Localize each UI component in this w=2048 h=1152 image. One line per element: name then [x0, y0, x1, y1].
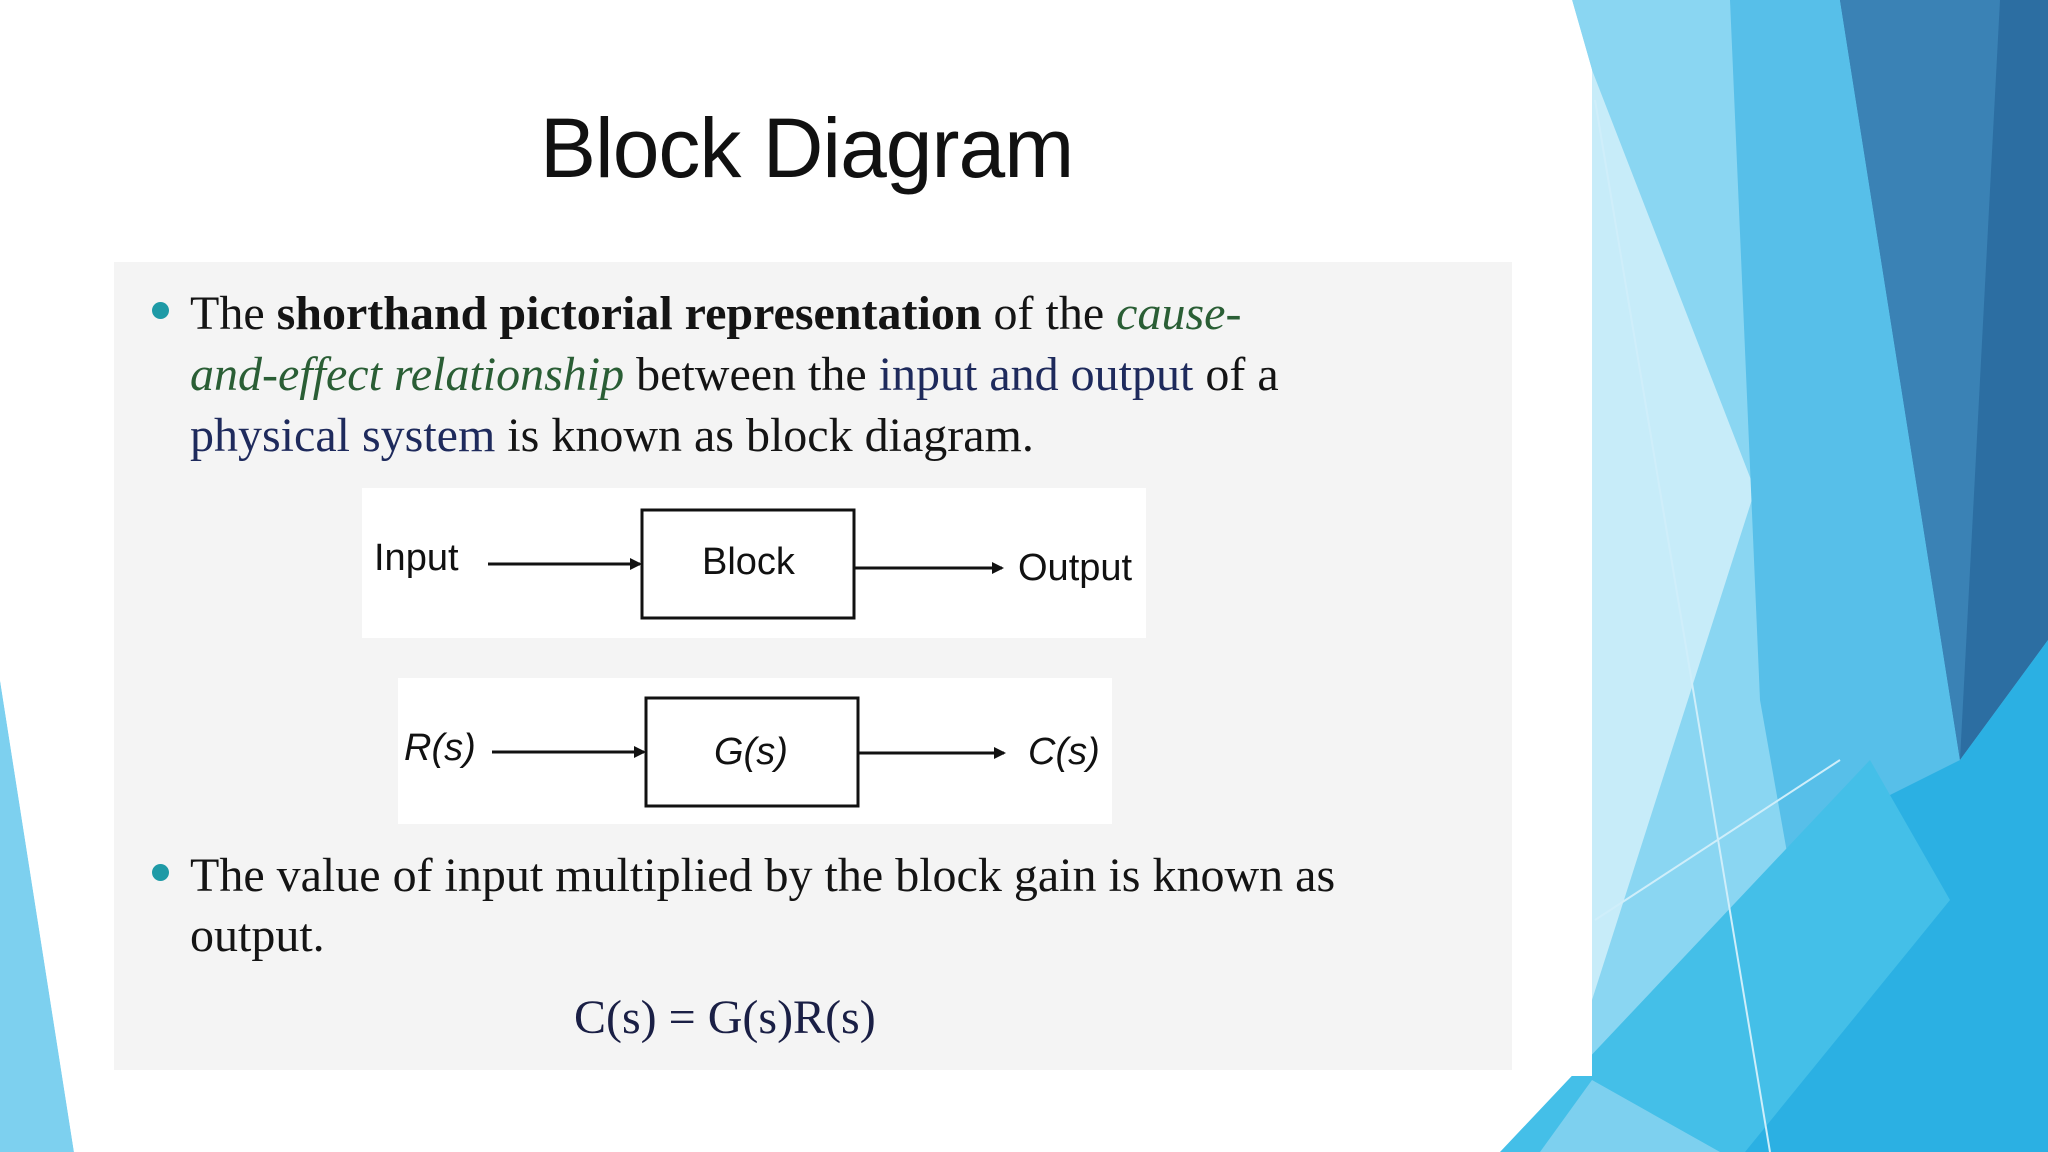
diagram-2-output-label: C(s): [1028, 731, 1100, 773]
bullet-1-text: of a: [1193, 348, 1279, 401]
bullet-2-line-1: The value of input multiplied by the blo…: [190, 849, 1336, 902]
right-pale-triangle: [1592, 70, 1755, 1000]
bullet-1-highlight-text: physical system: [190, 409, 496, 462]
page-title: Block Diagram: [540, 101, 1074, 195]
bullet-1-text: of the: [981, 287, 1117, 340]
diagram-1-block: [640, 508, 856, 620]
thin-line-1: [1594, 99, 1771, 1152]
bullet-1-dot: [152, 302, 169, 319]
diagram-1-block-label: Block: [702, 541, 796, 583]
bullet-1-italic-text: and-effect relationship: [190, 348, 625, 401]
diagram-2-input-label: R(s): [404, 727, 476, 769]
bullet-2-line-2: output.: [190, 909, 325, 962]
bullet-1-highlight-text: input and output: [878, 348, 1194, 401]
right-dark-accent: [1840, 0, 2000, 760]
bottom-pale-shape: [1540, 1080, 1720, 1152]
bullet-1-text: between the: [624, 348, 879, 401]
diagram-1-input-label: Input: [374, 537, 459, 579]
bullet-1-line-2: and-effect relationship between the inpu…: [190, 351, 1279, 399]
content-panel: [114, 262, 1512, 1070]
thin-line-2: [1594, 759, 1841, 921]
bullet-1-italic-text: cause-: [1116, 287, 1242, 340]
block-diagram-2: R(s) G(s) C(s): [398, 678, 1112, 824]
equation: C(s) = G(s)R(s): [574, 991, 876, 1044]
diagram-1-output-label: Output: [1018, 547, 1133, 589]
bottom-bright-shape: [1500, 760, 1950, 1152]
bullet-1-line-1: The shorthand pictorial representation o…: [190, 290, 1241, 338]
bullet-1-text: The: [190, 287, 277, 340]
bullet-2-dot: [152, 864, 169, 881]
diagram-2-block-label: G(s): [714, 731, 788, 773]
bullet-1-text: is known as block diagram.: [495, 409, 1034, 462]
bullet-1-bold-text: shorthand pictorial representation: [276, 287, 982, 340]
block-diagram-1: Input Block Output: [362, 488, 1146, 638]
bullet-1-line-3: physical system is known as block diagra…: [190, 412, 1034, 460]
